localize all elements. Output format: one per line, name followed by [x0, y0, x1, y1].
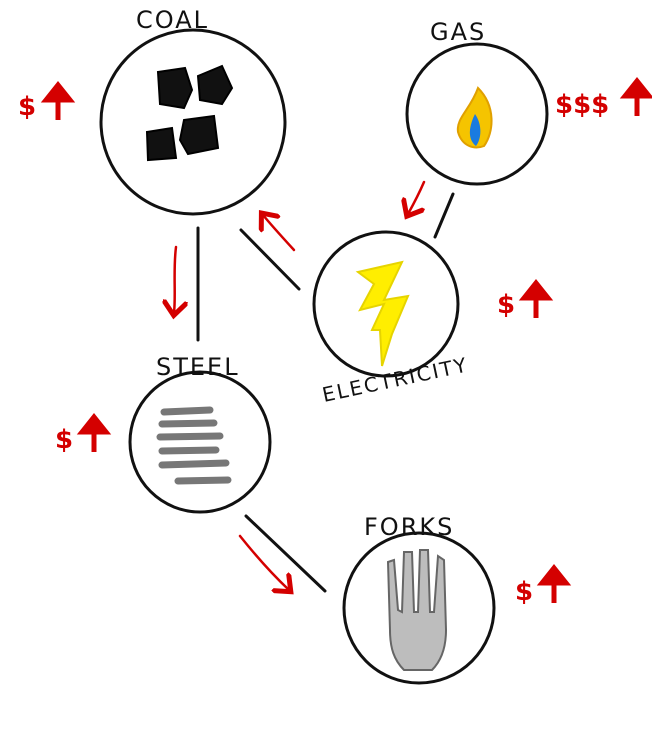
- forks-price: $: [515, 563, 572, 607]
- gas-electricity-link: [433, 192, 455, 239]
- gas-to-electricity-arrow: [408, 180, 426, 214]
- flame-icon: [456, 86, 493, 149]
- coal-electricity-link: [239, 228, 301, 291]
- coal-label: COAL: [136, 6, 209, 34]
- arrow-up-icon: [619, 76, 652, 116]
- steel-price-text: $: [55, 425, 73, 455]
- arrow-up-icon: [536, 563, 572, 603]
- steel-forks-link: [244, 514, 327, 593]
- coal-price-text: $: [18, 92, 36, 122]
- electricity-price-text: $: [497, 290, 515, 320]
- gas-price: $$$: [555, 76, 652, 120]
- forks-label: FORKS: [364, 513, 454, 541]
- arrow-up-icon: [518, 278, 554, 318]
- steel-node: [128, 370, 272, 514]
- steel-price: $: [55, 412, 112, 455]
- arrow-up-icon: [76, 412, 112, 452]
- forks-price-text: $: [515, 577, 533, 607]
- electricity-to-coal-arrow: [263, 215, 296, 252]
- coal-icon: [145, 64, 234, 162]
- lightning-bolt-icon: [355, 260, 410, 367]
- steel-label: STEEL: [156, 353, 240, 381]
- coal-price: $: [18, 80, 76, 122]
- fork-icon: [386, 549, 448, 671]
- steel-bars-icon: [156, 406, 232, 485]
- gas-label: GAS: [430, 18, 486, 46]
- arrow-up-icon: [40, 80, 76, 120]
- steel-to-forks-arrow: [238, 534, 289, 590]
- electricity-price: $: [497, 278, 554, 320]
- coal-to-steel-arrow: [174, 245, 176, 313]
- gas-price-text: $$$: [555, 90, 609, 120]
